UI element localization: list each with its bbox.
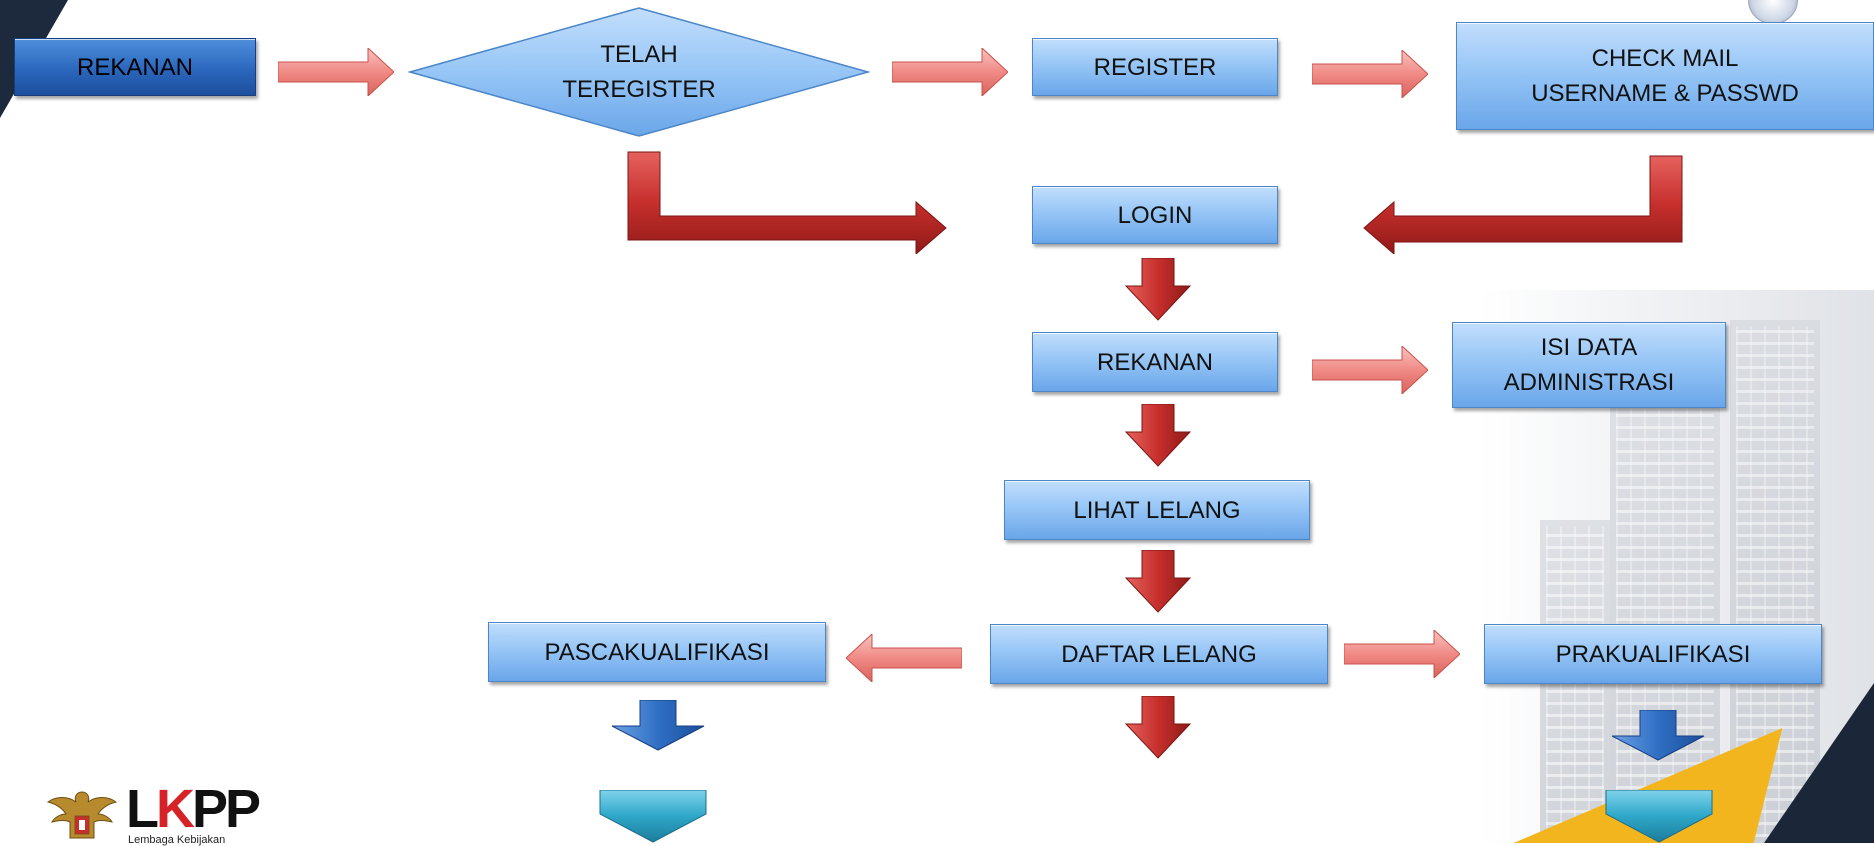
chevron-down-icon xyxy=(1605,790,1713,843)
node-rekanan: REKANAN xyxy=(1032,332,1278,392)
background-tower xyxy=(1610,400,1720,843)
arrow-down-icon xyxy=(1124,258,1192,321)
node-login: LOGIN xyxy=(1032,186,1278,244)
garuda-emblem-icon xyxy=(46,791,118,839)
node-check-mail: CHECK MAIL USERNAME & PASSWD xyxy=(1456,22,1874,130)
bent-arrow-left-icon xyxy=(1363,155,1683,254)
corner-decoration-bottom-right xyxy=(1764,683,1874,843)
arrow-right-icon xyxy=(1312,50,1428,98)
node-isi-data-administrasi: ISI DATA ADMINISTRASI xyxy=(1452,322,1726,408)
arrow-down-blue-icon xyxy=(611,700,705,751)
lkpp-logo-tagline: Lembaga Kebijakan xyxy=(128,834,226,846)
arrow-right-icon xyxy=(278,48,394,96)
node-prakualifikasi: PRAKUALIFIKASI xyxy=(1484,624,1822,684)
arrow-down-icon xyxy=(1124,550,1192,613)
lkpp-logo-text: LKPP xyxy=(126,779,261,839)
arrow-down-blue-icon xyxy=(1611,710,1705,761)
node-telah-teregister: TELAH TEREGISTER xyxy=(408,6,870,138)
arrow-right-icon xyxy=(1312,346,1428,394)
arrow-down-icon xyxy=(1124,404,1192,467)
arrow-right-icon xyxy=(892,48,1008,96)
bent-arrow-right-icon xyxy=(627,151,947,254)
arrow-left-icon xyxy=(846,634,962,682)
node-register: REGISTER xyxy=(1032,38,1278,96)
arrow-right-icon xyxy=(1344,630,1460,678)
node-rekanan-start: REKANAN xyxy=(14,38,256,96)
node-pascakualifikasi: PASCAKUALIFIKASI xyxy=(488,622,826,682)
chevron-down-icon xyxy=(599,790,707,843)
node-telah-teregister-label: TELAH TEREGISTER xyxy=(562,41,716,103)
corner-decoration-emblem xyxy=(1748,0,1798,24)
lkpp-logo-letter-k: K xyxy=(156,779,195,839)
arrow-down-icon xyxy=(1124,696,1192,759)
node-lihat-lelang: LIHAT LELANG xyxy=(1004,480,1310,540)
lkpp-logo: LKPP Lembaga Kebijakan xyxy=(46,779,286,846)
node-daftar-lelang: DAFTAR LELANG xyxy=(990,624,1328,684)
